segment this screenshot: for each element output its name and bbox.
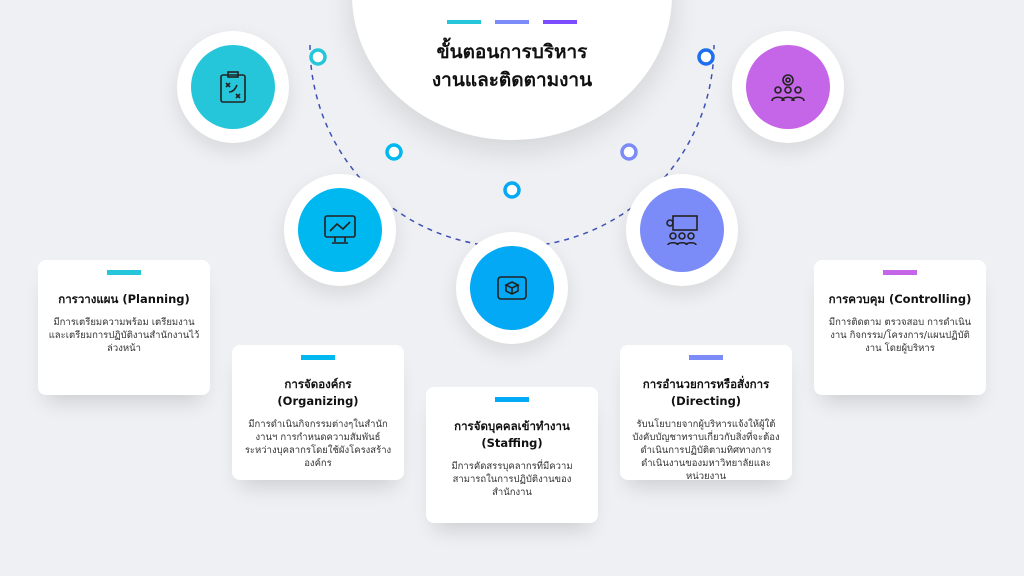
title-line: งานและติดตามงาน [431, 69, 593, 91]
card-title: การจัดบุคคลเข้าทำงาน (Staffing) [454, 419, 570, 450]
organizing-node [284, 174, 396, 286]
arc-marker [697, 48, 715, 66]
controlling-node [732, 31, 844, 143]
card-title: การอำนวยการหรือสั่งการ (Directing) [642, 377, 770, 408]
card-title: การวางแผน (Planning) [58, 292, 190, 306]
card-desc: มีการเตรียมความพร้อม เตรียมงาน และเตรียม… [48, 317, 200, 354]
directing-card: การอำนวยการหรือสั่งการ (Directing) รับนโย… [620, 345, 792, 480]
card-desc: มีการดำเนินกิจกรรมต่างๆในสำนักงานฯ การกำ… [244, 419, 392, 469]
organizing-card: การจัดองค์กร (Organizing) มีการดำเนินกิจก… [232, 345, 404, 480]
arc-marker [309, 48, 327, 66]
card-title: การควบคุม (Controlling) [828, 292, 972, 306]
card-title: การจัดองค์กร (Organizing) [277, 377, 359, 408]
title-line: ขั้นตอนการบริหาร [436, 41, 588, 63]
card-desc: รับนโยบายจากผู้บริหารแจ้งให้ผู้ใต้บังคับ… [632, 419, 780, 480]
staffing-node [456, 232, 568, 344]
page-title: ขั้นตอนการบริหารงานและติดตามงาน [392, 38, 632, 94]
monitor-chart-icon [298, 188, 382, 272]
card-desc: มีการติดตาม ตรวจสอบ การดำเนินงาน กิจกรรม… [828, 317, 972, 354]
arc-marker [620, 143, 638, 161]
clipboard-strategy-icon [191, 45, 275, 129]
blueprint-icon [470, 246, 554, 330]
arc-marker [503, 181, 521, 199]
directing-node [626, 174, 738, 286]
staffing-card: การจัดบุคคลเข้าทำงาน (Staffing) มีการคัดส… [426, 387, 598, 523]
team-gear-icon [746, 45, 830, 129]
arc-marker [385, 143, 403, 161]
decor-bars [447, 20, 577, 24]
presentation-icon [640, 188, 724, 272]
planning-node [177, 31, 289, 143]
card-desc: มีการคัดสรรบุคลากรที่มีความสามารถในการปฏ… [451, 461, 573, 498]
planning-card: การวางแผน (Planning) มีการเตรียมความพร้อม… [38, 260, 210, 395]
controlling-card: การควบคุม (Controlling) มีการติดตาม ตรวจส… [814, 260, 986, 395]
